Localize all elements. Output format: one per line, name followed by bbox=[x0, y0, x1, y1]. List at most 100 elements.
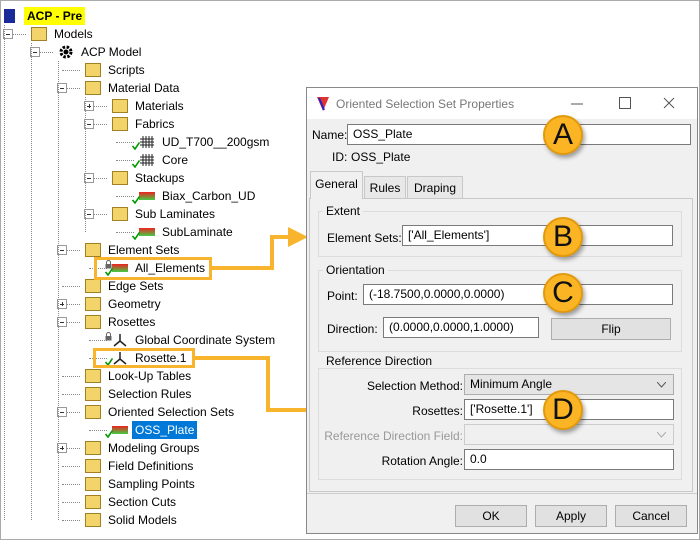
tree-item-label: ACP Model bbox=[81, 45, 142, 59]
flip-button[interactable]: Flip bbox=[551, 318, 671, 340]
tab-general[interactable]: General bbox=[310, 171, 363, 199]
tree-item[interactable]: Stackups bbox=[0, 169, 300, 187]
tree-item[interactable]: Sub Laminates bbox=[0, 205, 300, 223]
folder-section-icon bbox=[85, 495, 101, 509]
folder-modeling-icon bbox=[85, 441, 101, 455]
tree-item[interactable]: Models bbox=[0, 25, 300, 43]
tree-item[interactable]: Selection Rules bbox=[0, 385, 300, 403]
tree-item[interactable]: Oriented Selection Sets bbox=[0, 403, 300, 421]
tree-item-label: Scripts bbox=[108, 63, 145, 77]
close-button[interactable] bbox=[663, 97, 675, 109]
tree-connector bbox=[62, 376, 80, 377]
tree-item[interactable]: ACP Model bbox=[0, 43, 300, 61]
tree-item[interactable]: Section Cuts bbox=[0, 493, 300, 511]
tree-item[interactable]: Solid Models bbox=[0, 511, 300, 529]
element-sets-label: Element Sets: bbox=[327, 231, 402, 245]
tree-item[interactable]: Element Sets bbox=[0, 241, 300, 259]
tree-item-label: Material Data bbox=[108, 81, 180, 95]
tree-item[interactable]: Rosettes bbox=[0, 313, 300, 331]
apply-button[interactable]: Apply bbox=[535, 505, 607, 527]
point-input[interactable]: (-18.7500,0.0000,0.0000) bbox=[363, 284, 673, 305]
rosette-icon bbox=[113, 352, 127, 365]
reference-direction-group bbox=[318, 368, 682, 480]
database-icon bbox=[4, 9, 15, 23]
oss-properties-dialog: Oriented Selection Set Properties Name: … bbox=[306, 87, 698, 534]
tree-item[interactable]: ACP - Pre bbox=[0, 7, 300, 25]
tab-rules[interactable]: Rules bbox=[364, 176, 406, 198]
maximize-button[interactable] bbox=[619, 97, 631, 109]
tree-connector bbox=[89, 358, 107, 359]
element-sets-input[interactable]: ['All_Elements'] bbox=[402, 225, 673, 246]
tree-guide-line bbox=[4, 25, 5, 520]
collapse-icon[interactable] bbox=[57, 83, 67, 93]
tree-item[interactable]: Material Data bbox=[0, 79, 300, 97]
collapse-icon[interactable] bbox=[57, 245, 67, 255]
tree-item[interactable]: OSS_Plate bbox=[0, 421, 300, 439]
tree-item[interactable]: Rosette.1 bbox=[0, 349, 300, 367]
tree-connector bbox=[116, 232, 134, 233]
collapse-icon[interactable] bbox=[84, 173, 94, 183]
tree-item[interactable]: Field Definitions bbox=[0, 457, 300, 475]
tree-connector bbox=[116, 196, 134, 197]
sublaminate-icon bbox=[139, 228, 155, 236]
tree-item[interactable]: Edge Sets bbox=[0, 277, 300, 295]
tree-connector bbox=[62, 466, 80, 467]
tree-item[interactable]: Sampling Points bbox=[0, 475, 300, 493]
orientation-title: Orientation bbox=[323, 263, 388, 277]
tree-item[interactable]: Biax_Carbon_UD bbox=[0, 187, 300, 205]
folder-sublaminate-icon bbox=[112, 207, 128, 221]
tree-item[interactable]: UD_T700__200gsm bbox=[0, 133, 300, 151]
tree-item[interactable]: Geometry bbox=[0, 295, 300, 313]
folder-gear-icon bbox=[31, 27, 47, 41]
tree-item-label: Oriented Selection Sets bbox=[108, 405, 235, 419]
tree-item-label: Section Cuts bbox=[108, 495, 177, 509]
folder-oss-icon bbox=[85, 405, 101, 419]
expand-icon[interactable] bbox=[84, 101, 94, 111]
expand-icon[interactable] bbox=[57, 443, 67, 453]
name-input[interactable]: OSS_Plate bbox=[347, 124, 691, 145]
collapse-icon[interactable] bbox=[3, 29, 13, 39]
tree-item[interactable]: All_Elements bbox=[0, 259, 300, 277]
rotation-angle-value: 0.0 bbox=[470, 452, 487, 466]
collapse-icon[interactable] bbox=[57, 317, 67, 327]
tree-item[interactable]: Fabrics bbox=[0, 115, 300, 133]
folder-solid-icon bbox=[85, 513, 101, 527]
ok-button[interactable]: OK bbox=[455, 505, 527, 527]
collapse-icon[interactable] bbox=[30, 47, 40, 57]
tree-item-label: Field Definitions bbox=[108, 459, 194, 473]
tree-connector bbox=[89, 430, 107, 431]
tree-item[interactable]: Core bbox=[0, 151, 300, 169]
tree-guide-line bbox=[31, 43, 32, 520]
collapse-icon[interactable] bbox=[57, 407, 67, 417]
collapse-icon[interactable] bbox=[84, 209, 94, 219]
tree-item-label: UD_T700__200gsm bbox=[162, 135, 270, 149]
tree-item[interactable]: Modeling Groups bbox=[0, 439, 300, 457]
tree-item[interactable]: Materials bbox=[0, 97, 300, 115]
cancel-button[interactable]: Cancel bbox=[615, 505, 687, 527]
tab-draping[interactable]: Draping bbox=[407, 176, 463, 198]
tree-item-label: Rosettes bbox=[108, 315, 156, 329]
tree-item-label: Element Sets bbox=[108, 243, 180, 257]
tree-item-label: Sampling Points bbox=[108, 477, 195, 491]
tree-item-label: Solid Models bbox=[108, 513, 177, 527]
rotation-angle-input[interactable]: 0.0 bbox=[464, 449, 674, 470]
tree-connector bbox=[62, 448, 80, 449]
tree-item[interactable]: Look-Up Tables bbox=[0, 367, 300, 385]
minimize-button[interactable] bbox=[571, 98, 583, 110]
expand-icon[interactable] bbox=[57, 299, 67, 309]
check-icon bbox=[105, 430, 113, 438]
direction-input[interactable]: (0.0000,0.0000,1.0000) bbox=[383, 317, 539, 338]
collapse-icon[interactable] bbox=[84, 119, 94, 129]
tree-connector bbox=[62, 70, 80, 71]
tree-item-label: Stackups bbox=[135, 171, 185, 185]
rosettes-value: ['Rosette.1'] bbox=[470, 402, 533, 416]
id-value: OSS_Plate bbox=[351, 150, 411, 164]
tree-item[interactable]: SubLaminate bbox=[0, 223, 300, 241]
tree-item-label: ACP - Pre bbox=[24, 7, 86, 25]
tree-connector bbox=[62, 250, 80, 251]
direction-label: Direction: bbox=[327, 322, 378, 336]
tree-item[interactable]: Global Coordinate System bbox=[0, 331, 300, 349]
reference-direction-title: Reference Direction bbox=[323, 354, 436, 368]
tree-item[interactable]: Scripts bbox=[0, 61, 300, 79]
tree-item-label: Core bbox=[162, 153, 189, 167]
